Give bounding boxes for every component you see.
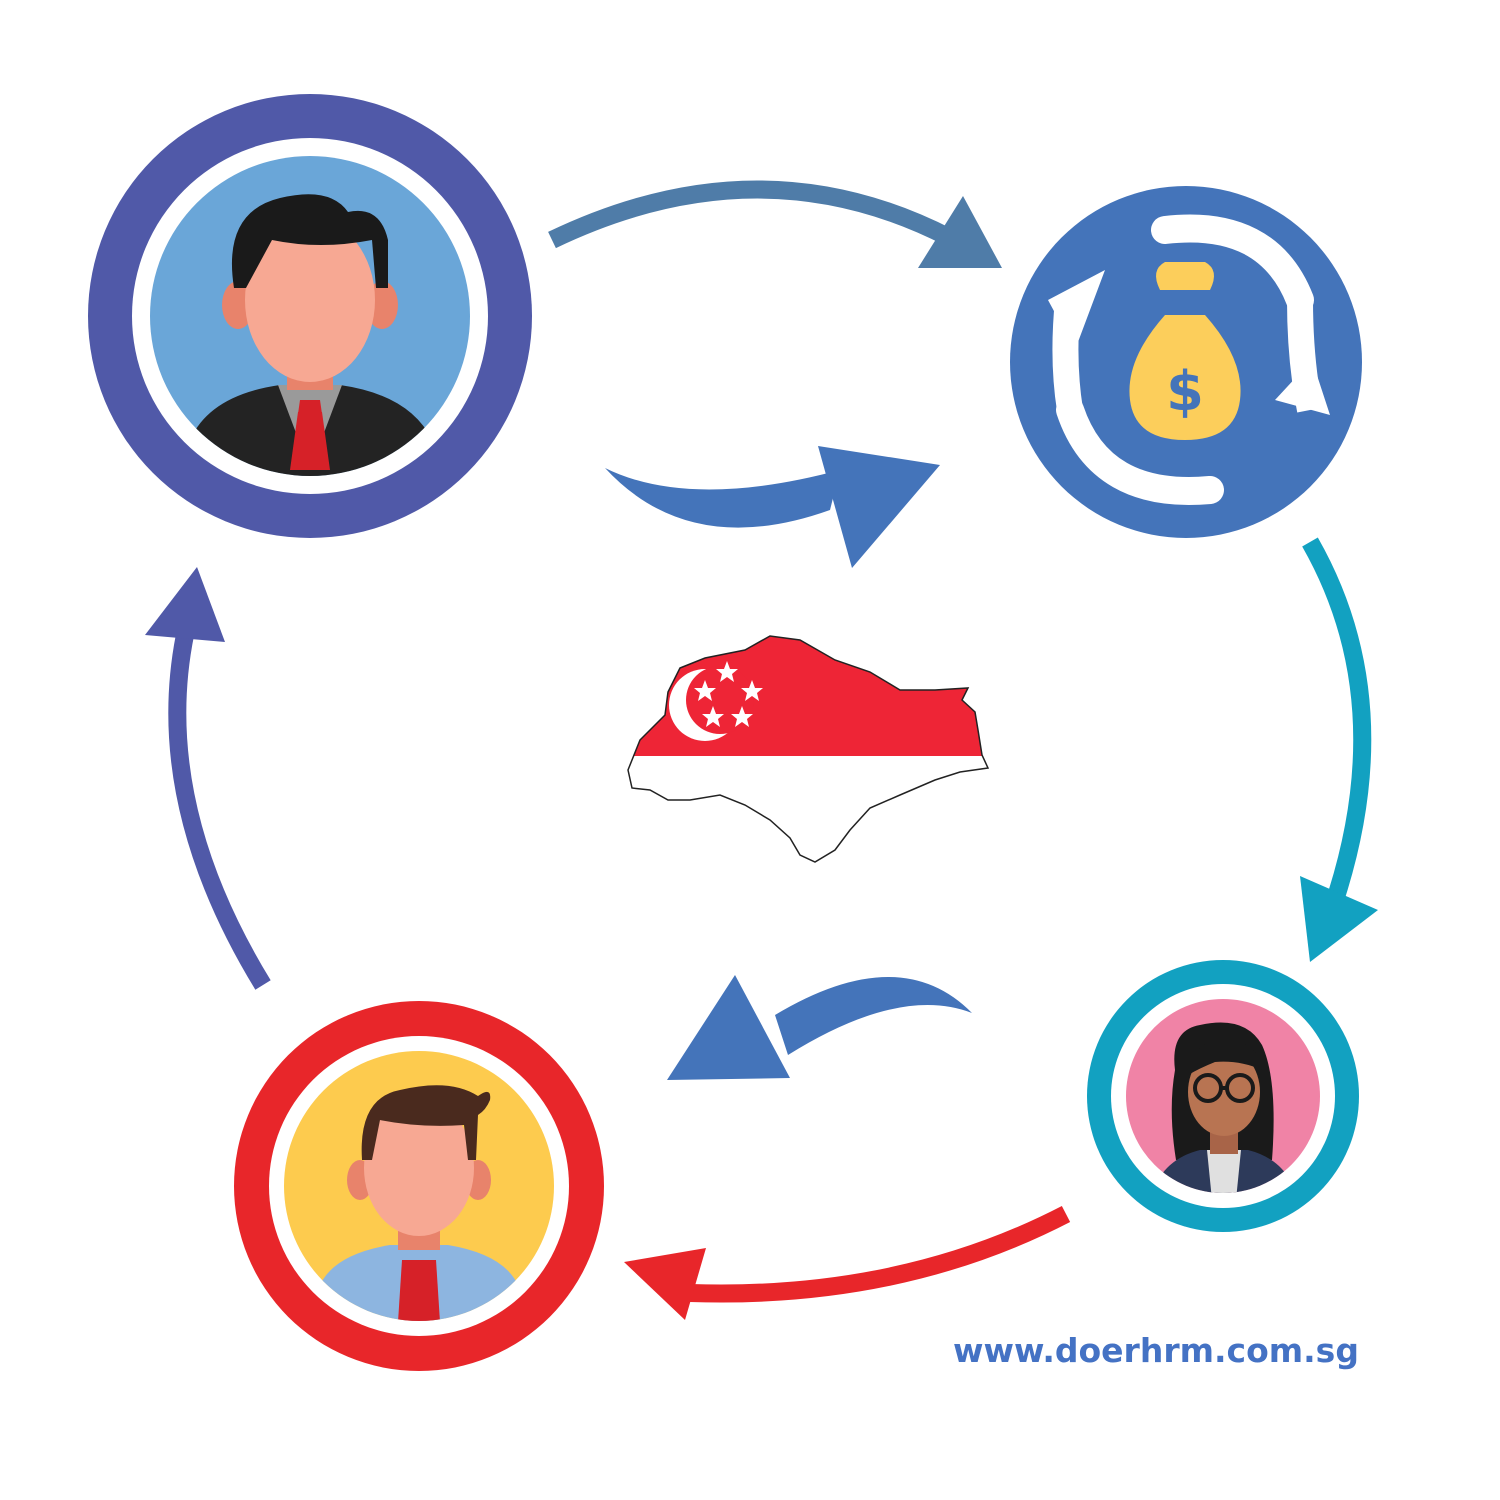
- flag-white-half: [628, 756, 988, 862]
- refresh-arrows-icon: [1048, 214, 1330, 505]
- node-male-dark-suit: [88, 94, 532, 538]
- money-bag-icon: $: [1129, 262, 1241, 440]
- arrow-money-to-female: [1300, 537, 1378, 962]
- arrow-top-to-money: [548, 180, 1002, 268]
- flag-stars: [694, 661, 763, 727]
- arrow-swoosh-left: [667, 975, 972, 1080]
- website-url[interactable]: www.doerhrm.com.sg: [953, 1331, 1359, 1370]
- node-money-cycle: $: [1010, 186, 1362, 538]
- arrow-swoosh-right: [605, 446, 940, 568]
- arrow-male-to-top: [145, 567, 271, 990]
- singapore-flag-map-icon: [627, 635, 990, 863]
- businessman-avatar-icon: [190, 194, 432, 476]
- node-male-light-shirt: [234, 1001, 604, 1371]
- employee-avatar-icon: [318, 1085, 520, 1321]
- dollar-sign: $: [1166, 360, 1204, 423]
- arrow-female-to-male: [624, 1206, 1071, 1320]
- node-female-glasses: [1087, 960, 1359, 1232]
